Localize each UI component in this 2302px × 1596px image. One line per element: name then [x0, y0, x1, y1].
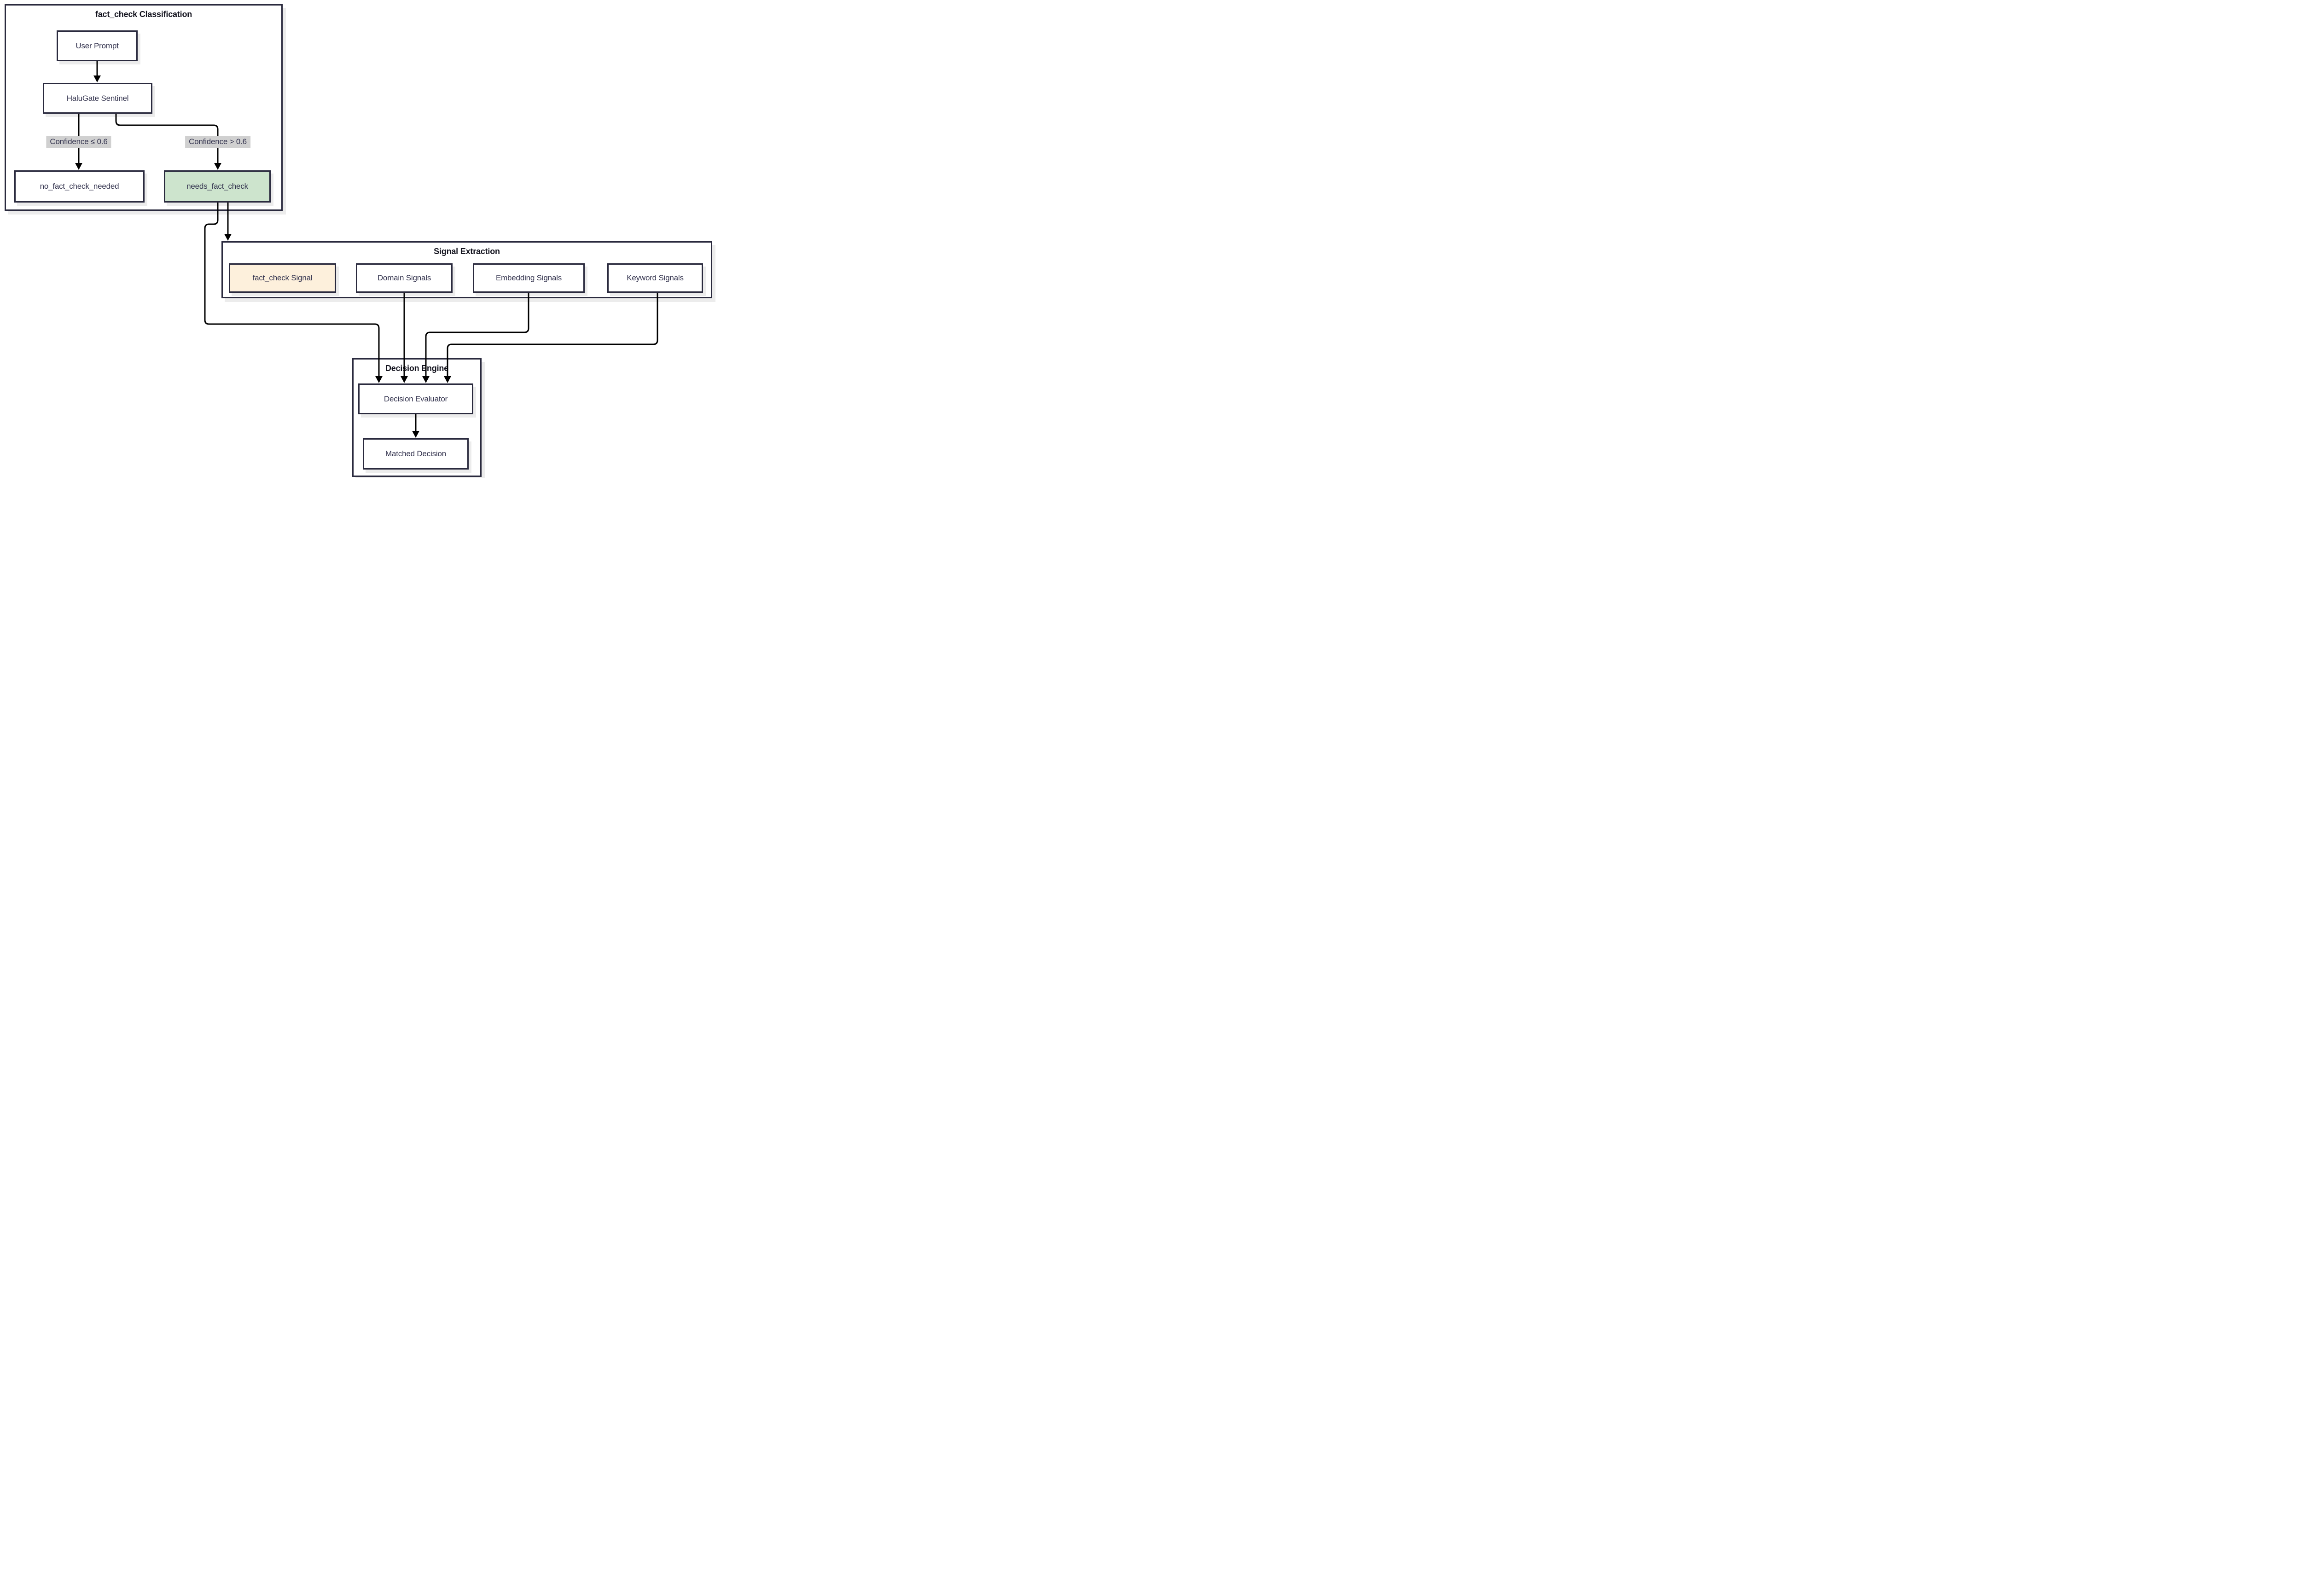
cluster-title-decision-engine: Decision Engine — [385, 364, 449, 373]
node-needs-fact-check: needs_fact_check — [164, 170, 271, 203]
node-no-fact-check-needed: no_fact_check_needed — [14, 170, 145, 203]
edge-label-confidence-high: Confidence > 0.6 — [185, 136, 250, 148]
flowchart-canvas: fact_check Classification Signal Extract… — [0, 0, 717, 478]
node-domain-signals: Domain Signals — [356, 263, 453, 293]
cluster-title-fact-check-classification: fact_check Classification — [95, 10, 192, 19]
cluster-title-signal-extraction: Signal Extraction — [434, 247, 500, 256]
node-user-prompt: User Prompt — [57, 30, 138, 61]
node-keyword-signals: Keyword Signals — [607, 263, 703, 293]
edge-label-confidence-low: Confidence ≤ 0.6 — [46, 136, 111, 148]
node-decision-evaluator: Decision Evaluator — [358, 383, 473, 414]
node-matched-decision: Matched Decision — [363, 438, 469, 470]
node-fact-check-signal: fact_check Signal — [229, 263, 336, 293]
node-halugate-sentinel: HaluGate Sentinel — [43, 83, 152, 114]
arrowhead-needs-fact-check-to-signal-extraction — [224, 234, 232, 241]
node-embedding-signals: Embedding Signals — [473, 263, 585, 293]
